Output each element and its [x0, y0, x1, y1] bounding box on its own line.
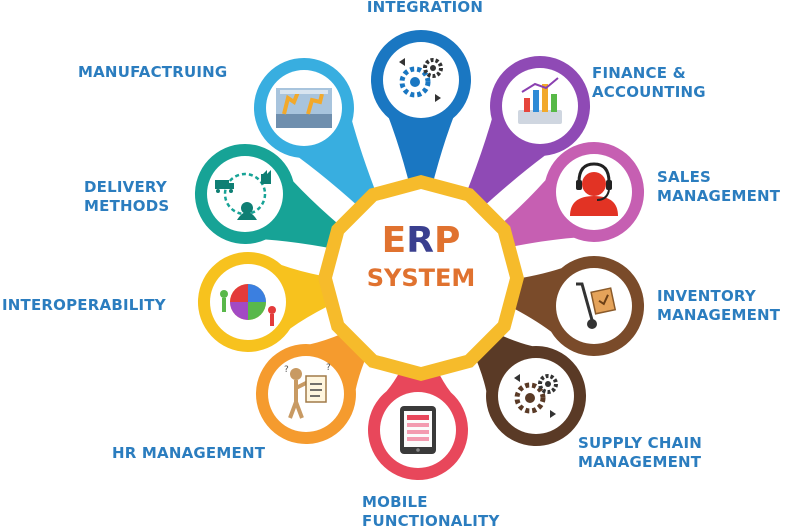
- label-mobile: MOBILE FUNCTIONALITY: [362, 493, 500, 530]
- person-with-sign-icon: ? ?: [284, 363, 331, 419]
- hub-face: [332, 189, 510, 367]
- label-manufacturing: MANUFACTRUING: [78, 63, 228, 81]
- hub-subtitle: SYSTEM: [367, 264, 476, 292]
- headset-agent-icon: [570, 162, 618, 216]
- delivery-network-icon: [215, 170, 271, 220]
- label-finance: FINANCE & ACCOUNTING: [592, 64, 706, 101]
- hand-truck-box-icon: [576, 282, 617, 329]
- label-hr: HR MANAGEMENT: [112, 444, 266, 462]
- label-supply-chain: SUPPLY CHAIN MANAGEMENT: [578, 434, 702, 471]
- label-sales: SALES MANAGEMENT: [657, 168, 781, 205]
- petal-integration: [371, 29, 471, 234]
- hub-title: ERP: [382, 220, 461, 261]
- petal-manufacturing: [254, 57, 397, 242]
- svg-text:?: ?: [326, 363, 331, 373]
- erp-hub: ERP SYSTEM: [318, 175, 524, 381]
- label-integration: INTEGRATION: [366, 0, 484, 16]
- gears-icon: [399, 58, 443, 102]
- svg-text:?: ?: [284, 365, 289, 375]
- petal-finance: [446, 55, 590, 242]
- label-interop: INTEROPERABILITY: [2, 296, 166, 314]
- petal-mobile: [368, 322, 468, 481]
- label-inventory: INVENTORY MANAGEMENT: [657, 287, 781, 324]
- petal-face-supply-chain: [498, 358, 574, 434]
- tablet-icon: [400, 406, 436, 454]
- petal-face-integration: [383, 42, 459, 118]
- label-delivery: DELIVERY METHODS: [84, 178, 170, 215]
- finance-chart-icon: [518, 77, 562, 124]
- gears-icon: [514, 374, 558, 418]
- petal-face-delivery: [207, 156, 283, 232]
- puzzle-people-icon: [220, 284, 276, 326]
- factory-robots-icon: [276, 88, 332, 128]
- petal-face-finance: [502, 68, 578, 144]
- petal-interop: [197, 252, 378, 352]
